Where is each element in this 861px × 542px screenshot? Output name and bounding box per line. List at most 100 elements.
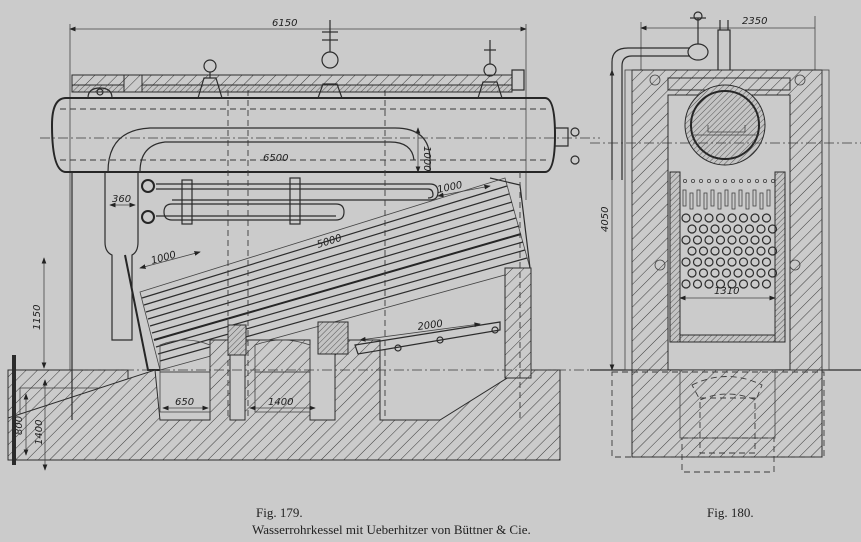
- water-tube: [704, 213, 714, 223]
- superheater-tube-dot: [739, 178, 744, 183]
- fig180-cross-section: 2350 4050 1310: [590, 11, 861, 473]
- figure-label-180: Fig. 180.: [707, 505, 754, 520]
- dim-front-height: 1150: [32, 305, 43, 330]
- superheater-loop: [766, 189, 771, 207]
- superheater-tube-dot: [763, 178, 768, 183]
- water-tube: [692, 279, 703, 289]
- water-tube: [692, 213, 703, 223]
- water-tube: [744, 224, 755, 234]
- superheater-tube-dot: [715, 178, 720, 183]
- water-tube: [721, 224, 732, 234]
- superheater-tube-dot: [707, 178, 712, 183]
- water-tube: [756, 268, 766, 278]
- water-tube: [698, 224, 709, 234]
- dim-header-width: 360: [112, 194, 131, 205]
- grate-cross-section: [679, 334, 776, 343]
- water-tube: [750, 279, 760, 289]
- water-tube: [681, 257, 691, 267]
- water-tube: [704, 279, 714, 289]
- steam-drum: [50, 97, 557, 173]
- water-tube: [704, 235, 714, 245]
- dim-tube-offset-left: 1000: [150, 250, 177, 267]
- water-tube: [715, 235, 726, 245]
- water-tube: [715, 213, 726, 223]
- superheater-loop: [696, 189, 701, 207]
- figure-label-179: Fig. 179.: [256, 505, 303, 520]
- water-tube: [756, 224, 766, 234]
- superheater-header-upper: [141, 179, 155, 193]
- water-tube: [761, 235, 772, 245]
- figure-caption: Wasserrohrkessel mit Ueberhitzer von Büt…: [252, 522, 531, 537]
- water-tube: [767, 246, 778, 256]
- water-tube: [727, 257, 737, 267]
- water-tube: [698, 268, 709, 278]
- water-tube: [750, 213, 760, 223]
- water-tube: [744, 246, 755, 256]
- superheater-loop: [738, 189, 743, 207]
- dim-total-height: 4050: [600, 207, 611, 232]
- superheater-loop: [759, 192, 764, 210]
- superheater-tube-dot: [731, 178, 736, 183]
- water-tube: [715, 279, 726, 289]
- water-tube: [727, 279, 737, 289]
- water-tube: [687, 268, 697, 278]
- superheater-tube-dot: [699, 178, 704, 183]
- drum-shell: [684, 84, 766, 166]
- water-tube: [687, 246, 697, 256]
- water-tube: [750, 235, 760, 245]
- water-tube: [681, 279, 691, 289]
- water-tube: [767, 224, 778, 234]
- rear-wall: [504, 267, 532, 379]
- water-tube: [761, 257, 772, 267]
- water-tube: [767, 268, 778, 278]
- cover-pier: [123, 74, 143, 93]
- dim-door-width-1: 650: [175, 397, 194, 408]
- water-tube: [710, 268, 720, 278]
- water-tube: [733, 246, 743, 256]
- header-upper-pipe: [107, 127, 431, 173]
- water-tube: [710, 246, 720, 256]
- dim-top-width: 2350: [742, 16, 767, 27]
- superheater-loop: [752, 189, 757, 207]
- water-tube: [750, 257, 760, 267]
- superheater-tube-dot: [755, 178, 760, 183]
- superheater-loop: [703, 192, 708, 210]
- water-tube: [744, 268, 755, 278]
- superheater: [141, 177, 439, 225]
- water-tube: [692, 235, 703, 245]
- water-tube: [733, 268, 743, 278]
- dim-drum-height: 1000: [421, 146, 432, 171]
- dim-tube-offset-right: 1000: [436, 180, 463, 196]
- superheater-tube-dot: [723, 178, 728, 183]
- dim-grate-length: 2000: [417, 319, 444, 333]
- superheater-loop: [731, 192, 736, 210]
- water-tube: [710, 224, 720, 234]
- dim-foundation-height: 1400: [34, 420, 45, 445]
- dim-ash-pit-depth: 800: [14, 416, 25, 435]
- superheater-tube-dot: [683, 178, 688, 183]
- dim-door-width-2: 1400: [268, 397, 293, 408]
- dim-overall-length: 6150: [272, 18, 297, 29]
- superheater-loop: [682, 189, 687, 207]
- water-tube: [721, 246, 732, 256]
- water-tube: [738, 257, 749, 267]
- superheater-loop: [710, 189, 715, 207]
- front-header: [104, 172, 139, 341]
- fire-door-1: [159, 371, 211, 413]
- superheater-loop: [745, 192, 750, 210]
- superheater-tube-dot: [691, 178, 696, 183]
- water-tube: [727, 213, 737, 223]
- valve-group: [87, 20, 580, 165]
- drum-cross-section: [690, 90, 760, 160]
- dim-drum-length: 6500: [263, 153, 288, 164]
- water-tube: [727, 235, 737, 245]
- water-tube: [687, 224, 697, 234]
- superheater-header-lower: [141, 210, 155, 224]
- dim-tube-bank-width: 1310: [714, 286, 739, 297]
- water-tube: [761, 279, 772, 289]
- superheater-loop: [717, 192, 722, 210]
- superheater-loop: [689, 192, 694, 210]
- water-tube: [756, 246, 766, 256]
